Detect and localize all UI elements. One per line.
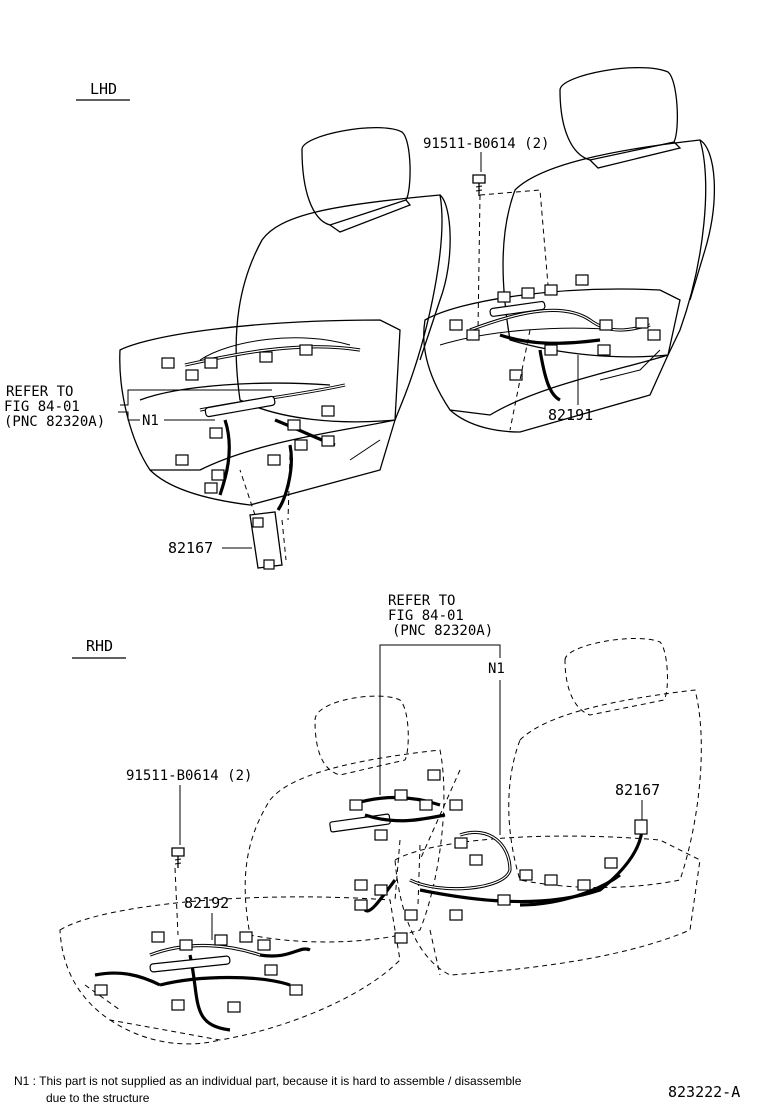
footnote-line1: N1 : This part is not supplied as an ind… — [14, 1074, 522, 1088]
lhd-n1-leader — [118, 411, 215, 421]
rhd-part-82167-label: 82167 — [615, 781, 660, 799]
rhd-harness-82192 — [94, 867, 311, 1032]
rhd-bolt-label: 91511-B0614 (2) — [126, 768, 252, 784]
lhd-bolt-label: 91511-B0614 (2) — [423, 136, 549, 152]
rhd-refer-leader — [379, 644, 501, 795]
lhd-refer-line1: REFER TO — [6, 384, 73, 400]
footnote-line2: due to the structure — [46, 1091, 150, 1105]
lhd-left-seat — [119, 126, 451, 506]
figure-code: 823222-A — [668, 1083, 740, 1101]
lhd-right-seat — [423, 66, 716, 433]
rhd-refer-line3: (PNC 82320A) — [392, 623, 493, 639]
rhd-bolt-icon — [171, 847, 185, 868]
lhd-harness-82191 — [449, 189, 661, 431]
rhd-section: RHD — [59, 593, 702, 1045]
lhd-bolt-icon — [472, 174, 486, 196]
rhd-center-module — [329, 769, 463, 906]
rhd-left-seat — [59, 695, 445, 1045]
rhd-heading: RHD — [86, 637, 113, 655]
lhd-section: LHD — [4, 66, 716, 570]
rhd-refer-line1: REFER TO — [388, 593, 455, 609]
lhd-n1-label: N1 — [142, 413, 159, 429]
lhd-82167-module — [249, 511, 283, 569]
lhd-part-82191-label: 82191 — [548, 406, 593, 424]
lhd-refer-leader — [120, 389, 272, 406]
lhd-refer-line3: (PNC 82320A) — [4, 414, 105, 430]
rhd-refer-line2: FIG 84-01 — [388, 608, 464, 624]
lhd-part-82167-label: 82167 — [168, 539, 213, 557]
rhd-harness-82167 — [354, 819, 648, 944]
rhd-part-82192-label: 82192 — [184, 894, 229, 912]
lhd-refer-line2: FIG 84-01 — [4, 399, 80, 415]
rhd-82167-connector — [634, 819, 648, 835]
rhd-n1-label: N1 — [488, 661, 505, 677]
lhd-harness-82167 — [161, 344, 361, 570]
lhd-heading: LHD — [90, 80, 117, 98]
rhd-right-seat — [394, 638, 702, 976]
lhd-connector-bar — [204, 395, 276, 418]
